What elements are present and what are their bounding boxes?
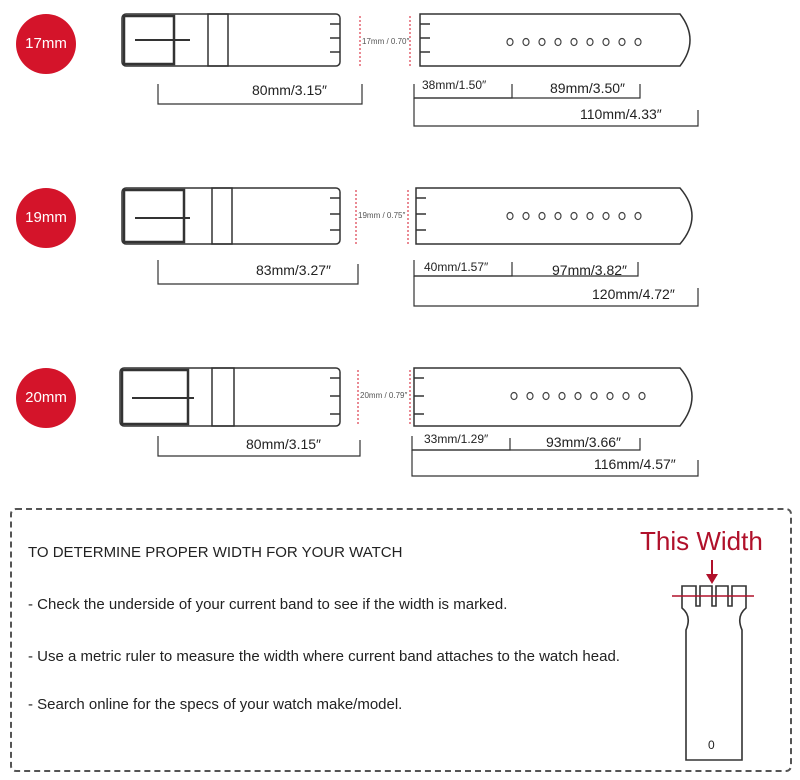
size-badge: 17mm — [16, 14, 76, 74]
short-strap-length: 80mm/3.15″ — [252, 82, 327, 98]
band-width-label: 19mm / 0.75″ — [358, 211, 406, 220]
size-badge: 20mm — [16, 368, 76, 428]
strap-end-diagram — [672, 560, 754, 761]
holes-length: 93mm/3.66″ — [546, 434, 621, 450]
short-strap-length: 83mm/3.27″ — [256, 262, 331, 278]
band-row-19mm: 19mm 19mm / 0.75″ 83mm/3.27″ 40mm/1.57″ … — [0, 176, 800, 316]
tip-length: 38mm/1.50″ — [422, 78, 487, 92]
instruction-item: - Use a metric ruler to measure the widt… — [28, 648, 620, 665]
strap-hole: 0 — [708, 738, 715, 752]
size-badge: 19mm — [16, 188, 76, 248]
band-width-label: 20mm / 0.79″ — [360, 391, 408, 400]
tip-length: 33mm/1.29″ — [424, 432, 489, 446]
long-strap-length: 116mm/4.57″ — [594, 456, 676, 472]
band-row-17mm: 17mm 17mm / 0.70″ 80mm/3.15″ 38mm/1.50″ … — [0, 0, 800, 140]
instruction-item: - Check the underside of your current ba… — [28, 596, 508, 613]
instructions-heading: TO DETERMINE PROPER WIDTH FOR YOUR WATCH — [28, 544, 403, 561]
long-strap-length: 110mm/4.33″ — [580, 106, 662, 122]
strap-drawing — [121, 13, 699, 127]
instruction-item: - Search online for the specs of your wa… — [28, 696, 403, 713]
strap-drawing — [119, 367, 699, 477]
width-instructions-box: TO DETERMINE PROPER WIDTH FOR YOUR WATCH… — [10, 508, 792, 772]
short-strap-length: 80mm/3.15″ — [246, 436, 321, 452]
this-width-callout: This Width — [640, 526, 763, 556]
holes-length: 97mm/3.82″ — [552, 262, 627, 278]
band-row-20mm: 20mm 20mm / 0.79″ 80mm/3.15″ 33mm/1.29″ … — [0, 356, 800, 496]
tip-length: 40mm/1.57″ — [424, 260, 489, 274]
strap-drawing — [121, 187, 699, 307]
long-strap-length: 120mm/4.72″ — [592, 286, 675, 302]
holes-length: 89mm/3.50″ — [550, 80, 625, 96]
band-width-label: 17mm / 0.70″ — [362, 37, 410, 46]
